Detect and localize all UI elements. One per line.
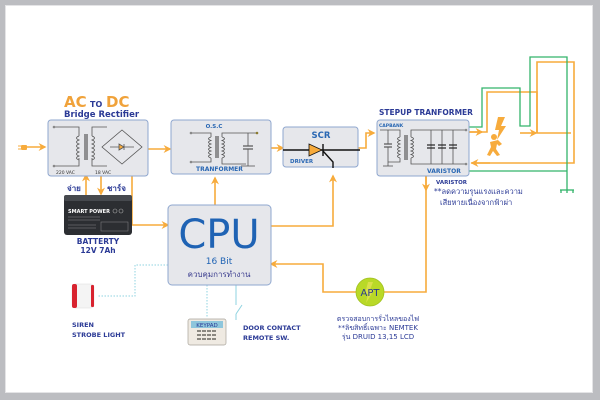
apt-bolt-icon — [365, 282, 374, 303]
transformer-icon — [54, 126, 143, 167]
terminal — [52, 164, 56, 168]
keypad-icon: KEYPAD — [187, 318, 227, 346]
keypad-label: KEYPAD — [196, 323, 217, 329]
terminal — [255, 131, 259, 135]
wire-cpu-scr — [271, 174, 337, 227]
rectifier-box — [47, 119, 149, 177]
siren-icon — [71, 283, 95, 309]
stepup-block[interactable]: STEPUP TRANFORMER CAPBANK — [376, 108, 473, 177]
rectifier-title-to: TO — [90, 100, 102, 109]
door-line1: DOOR CONTACT — [243, 324, 301, 332]
power-lines — [26, 61, 575, 293]
cpu-block[interactable]: CPU 16 Bit ควบคุมการทำงาน — [167, 204, 272, 286]
apt-label: APT — [361, 288, 381, 299]
electric-shock-icon — [487, 117, 506, 156]
stepup-label-varistor: VARISTOR — [427, 168, 461, 175]
siren-line2: STROBE LIGHT — [72, 331, 126, 339]
varistor-note-title: VARISTOR — [436, 180, 468, 186]
osc-transformer-icon — [191, 132, 257, 167]
varistor-note-line1: **ลดความรุนแรงและความ — [434, 187, 523, 196]
terminal — [52, 125, 56, 129]
stepup-title: STEPUP TRANFORMER — [379, 108, 473, 117]
battery-spec: 12V 7Ah — [80, 246, 115, 255]
wire-apt-cpu — [269, 260, 359, 293]
keypad-block[interactable]: KEYPAD — [187, 318, 227, 346]
wire-scr-stepup — [358, 129, 376, 149]
terminal — [189, 131, 193, 135]
cpu-caption: ควบคุมการทำงาน — [188, 270, 251, 279]
osc-title: O.S.C — [206, 124, 223, 130]
thyristor-icon — [283, 143, 360, 168]
terminal — [464, 162, 468, 166]
siren-block[interactable]: SIREN STROBE LIGHT — [71, 283, 126, 339]
scr-block[interactable]: SCR DRIVER — [282, 126, 360, 168]
cpu-title: CPU — [178, 212, 259, 258]
apt-block[interactable]: APT ตรวจสอบการรั่วไหลของไฟ **ลิขสิทธิ์เฉ… — [337, 277, 419, 341]
rectifier-title-ac: AC — [64, 93, 87, 111]
plug-icon — [18, 145, 27, 150]
wire-stepup-apt — [381, 175, 427, 293]
door-line2: REMOTE SW. — [243, 334, 289, 342]
wire-rectifier-cpu — [131, 176, 170, 229]
terminal — [464, 128, 468, 132]
ground-lines — [469, 56, 574, 193]
battery-icon: SMART POWER — [64, 195, 132, 235]
varistor-note: VARISTOR **ลดความรุนแรงและความ เสียหายเน… — [434, 180, 523, 207]
battery-label-discharge: จ่าย — [67, 184, 81, 193]
rectifier-subtitle: Bridge Rectifier — [64, 110, 140, 120]
terminal — [189, 160, 193, 164]
scr-title: SCR — [312, 131, 331, 141]
stepup-circuit-icon — [380, 129, 466, 167]
cpu-bits: 16 Bit — [206, 257, 233, 267]
rectifier-label-out: 18 VAC — [95, 170, 111, 176]
apt-line3: รุ่น DRUID 13,15 LCD — [342, 333, 414, 341]
fence-wire-top — [471, 61, 575, 164]
wire-cpu-siren — [97, 264, 168, 297]
battery-label-charge: ชาร์จ — [107, 183, 126, 193]
cpu-box — [167, 204, 272, 286]
osc-label: TRANFORMER — [196, 166, 243, 173]
ground-wire-fence — [469, 56, 568, 190]
apt-line2: **ลิขสิทธิ์เฉพาะ NEMTEK — [338, 322, 418, 332]
rectifier-label-in: 220 VAC — [56, 170, 75, 176]
apt-line1: ตรวจสอบการรั่วไหลของไฟ — [337, 314, 419, 323]
scr-label: DRIVER — [290, 159, 314, 165]
siren-line1: SIREN — [72, 321, 94, 329]
stepup-label-capbank: CAPBANK — [379, 123, 404, 129]
osc-block[interactable]: O.S.C TRANFORMER — [170, 119, 272, 175]
fence-wire-out — [469, 91, 571, 134]
battery-brand: SMART POWER — [68, 209, 110, 215]
rectifier-block[interactable]: AC TO DC Bridge Rectifier 220 VAC 18 VAC — [47, 93, 149, 177]
battery-block[interactable]: จ่าย ชาร์จ SMART POWER BATTERTY 12V 7Ah — [64, 183, 132, 255]
rectifier-title-dc: DC — [106, 93, 129, 111]
osc-box — [170, 119, 272, 175]
battery-name: BATTERTY — [77, 237, 120, 246]
scr-box — [282, 126, 359, 168]
door-contact-block[interactable]: DOOR CONTACT REMOTE SW. — [243, 324, 301, 342]
varistor-note-line2: เสียหายเนื่องจากฟ้าผ่า — [440, 197, 512, 207]
